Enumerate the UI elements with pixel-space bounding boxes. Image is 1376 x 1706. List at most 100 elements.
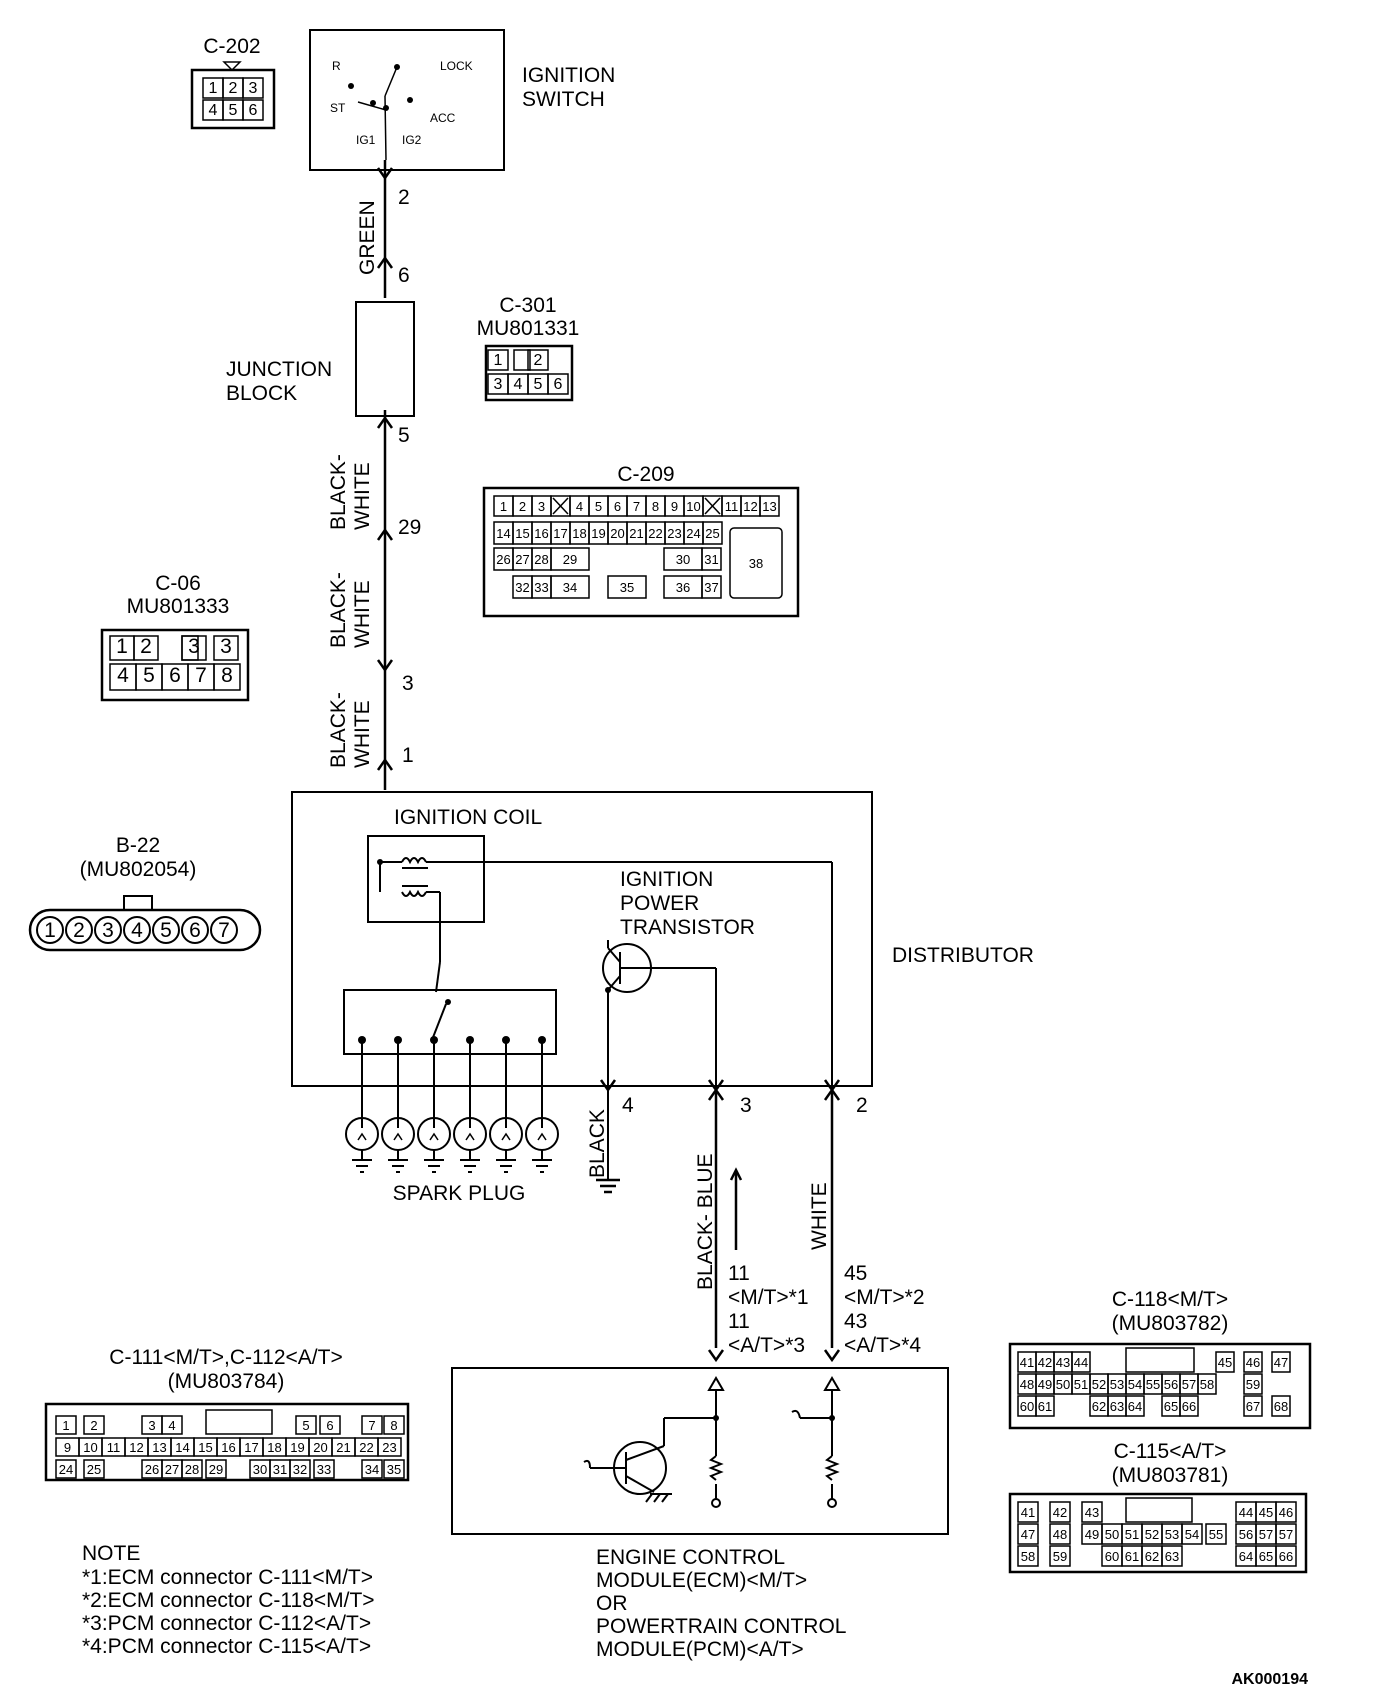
c06-pin-2: 2 bbox=[140, 635, 152, 658]
c118-cell bbox=[1243, 1373, 1263, 1395]
c111-pin-12: 12 bbox=[129, 1440, 143, 1455]
c209-pin-18: 18 bbox=[572, 526, 586, 541]
c111-pin-34: 34 bbox=[365, 1462, 379, 1477]
c111-pin-33: 33 bbox=[317, 1462, 331, 1477]
b22-pin-4: 4 bbox=[131, 919, 143, 942]
c111-pin-22: 22 bbox=[359, 1440, 373, 1455]
b22-pin-2: 2 bbox=[73, 919, 85, 942]
c111-pin-20: 20 bbox=[313, 1440, 327, 1455]
c209-pin-14: 14 bbox=[496, 526, 510, 541]
c115-cell bbox=[1081, 1501, 1103, 1523]
switch-ig2-label: IG2 bbox=[402, 133, 422, 147]
c209-pin-11: 11 bbox=[725, 499, 739, 514]
c209-pin-1: 1 bbox=[500, 499, 507, 514]
c111-pin-7: 7 bbox=[368, 1418, 375, 1433]
main-harness-wire bbox=[376, 160, 394, 790]
c209-cell bbox=[702, 521, 723, 545]
c111-cell bbox=[83, 1415, 105, 1435]
wire-green-label: GREEN bbox=[356, 200, 379, 275]
ecm-left-pin-label: <A/T>*3 bbox=[728, 1334, 805, 1357]
c209-pin-5: 5 bbox=[595, 499, 602, 514]
c111-pin-15: 15 bbox=[198, 1440, 212, 1455]
c111-pin-27: 27 bbox=[165, 1462, 179, 1477]
c209-pin-36: 36 bbox=[676, 580, 690, 595]
ecm-label-line5: MODULE(PCM)<A/T> bbox=[596, 1638, 804, 1661]
c111-pin-24: 24 bbox=[59, 1462, 73, 1477]
c118-pin-49: 49 bbox=[1038, 1377, 1052, 1392]
c202-cell bbox=[242, 77, 264, 99]
connector-c06-part: MU801333 bbox=[127, 595, 230, 618]
c209-pin-19: 19 bbox=[591, 526, 605, 541]
c111-cell bbox=[319, 1415, 341, 1435]
c111-pin-10: 10 bbox=[83, 1440, 97, 1455]
b22-pin-circle bbox=[181, 916, 209, 944]
c118-cell bbox=[1035, 1395, 1055, 1417]
ecm-left-pin-labels: 11<M/T>*111<A/T>*3 bbox=[728, 1262, 809, 1357]
c111-cell bbox=[383, 1415, 405, 1435]
ignition-coil-label: IGNITION COIL bbox=[394, 806, 542, 829]
c111-cell bbox=[289, 1459, 311, 1479]
c301-pin-5: 5 bbox=[534, 376, 543, 393]
c209-pin-34: 34 bbox=[563, 580, 577, 595]
c209-pin-23: 23 bbox=[667, 526, 681, 541]
b22-pin-7: 7 bbox=[218, 919, 230, 942]
c06-cell bbox=[133, 635, 159, 661]
ecm-left-pin-label: <M/T>*1 bbox=[728, 1286, 809, 1309]
c115-pin-53: 53 bbox=[1165, 1527, 1179, 1542]
c118-cell bbox=[1271, 1351, 1291, 1373]
c202-pin-6: 6 bbox=[249, 102, 258, 119]
c115-pin-47: 47 bbox=[1021, 1527, 1035, 1542]
c209-pin-25: 25 bbox=[705, 526, 719, 541]
pin-2-switch: 2 bbox=[398, 186, 410, 209]
c118-pin-46: 46 bbox=[1246, 1355, 1260, 1370]
junction-block: JUNCTION BLOCK bbox=[226, 301, 415, 417]
connector-b22-part: (MU802054) bbox=[80, 858, 197, 881]
switch-acc-label: ACC bbox=[430, 111, 456, 125]
c118-pin-64: 64 bbox=[1128, 1399, 1142, 1414]
c06-cell bbox=[213, 663, 241, 691]
c115-cell bbox=[1161, 1545, 1183, 1567]
c115-cell bbox=[1049, 1501, 1071, 1523]
c209-pin-10: 10 bbox=[686, 499, 700, 514]
c06-pin-4: 4 bbox=[117, 664, 129, 687]
c115-pin-62: 62 bbox=[1145, 1549, 1159, 1564]
b22-pin-circle bbox=[210, 916, 238, 944]
c115-pin-50: 50 bbox=[1105, 1527, 1119, 1542]
power-transistor-title: IGNITION bbox=[620, 868, 713, 891]
c111-cell bbox=[383, 1459, 405, 1479]
c115-pin-51: 51 bbox=[1125, 1527, 1139, 1542]
ecm-right-pin-labels: 45<M/T>*243<A/T>*4 bbox=[844, 1262, 925, 1357]
b22-pin-6: 6 bbox=[189, 919, 201, 942]
c118-pin-44: 44 bbox=[1074, 1355, 1088, 1370]
c202-pin-2: 2 bbox=[229, 80, 238, 97]
c115-cell bbox=[1181, 1523, 1203, 1545]
b22-pin-circle bbox=[36, 916, 64, 944]
c115-cell bbox=[1049, 1523, 1071, 1545]
c111-cell bbox=[361, 1415, 383, 1435]
distributor-label: DISTRIBUTOR bbox=[892, 944, 1034, 967]
wire-black-label: BLACK bbox=[586, 1109, 609, 1178]
power-transistor-line3: TRANSISTOR bbox=[620, 916, 755, 939]
c111-pin-16: 16 bbox=[221, 1440, 235, 1455]
c118-cell bbox=[1179, 1395, 1199, 1417]
c118-pin-57: 57 bbox=[1182, 1377, 1196, 1392]
c118-pin-53: 53 bbox=[1110, 1377, 1124, 1392]
c118-cell bbox=[1071, 1351, 1091, 1373]
c118-cell bbox=[1243, 1351, 1263, 1373]
c118-pin-62: 62 bbox=[1092, 1399, 1106, 1414]
c111-pin-32: 32 bbox=[293, 1462, 307, 1477]
c115-pin-59: 59 bbox=[1053, 1549, 1067, 1564]
connector-c118-part: (MU803782) bbox=[1112, 1312, 1229, 1335]
c209-pin-37: 37 bbox=[704, 580, 718, 595]
note-line: *4:PCM connector C-115<A/T> bbox=[82, 1635, 371, 1658]
c118-pin-45: 45 bbox=[1218, 1355, 1232, 1370]
c301-pin-6: 6 bbox=[554, 376, 563, 393]
c209-pin-32: 32 bbox=[515, 580, 529, 595]
b22-pin-5: 5 bbox=[160, 919, 172, 942]
ecm-label-line1: ENGINE CONTROL bbox=[596, 1546, 785, 1569]
